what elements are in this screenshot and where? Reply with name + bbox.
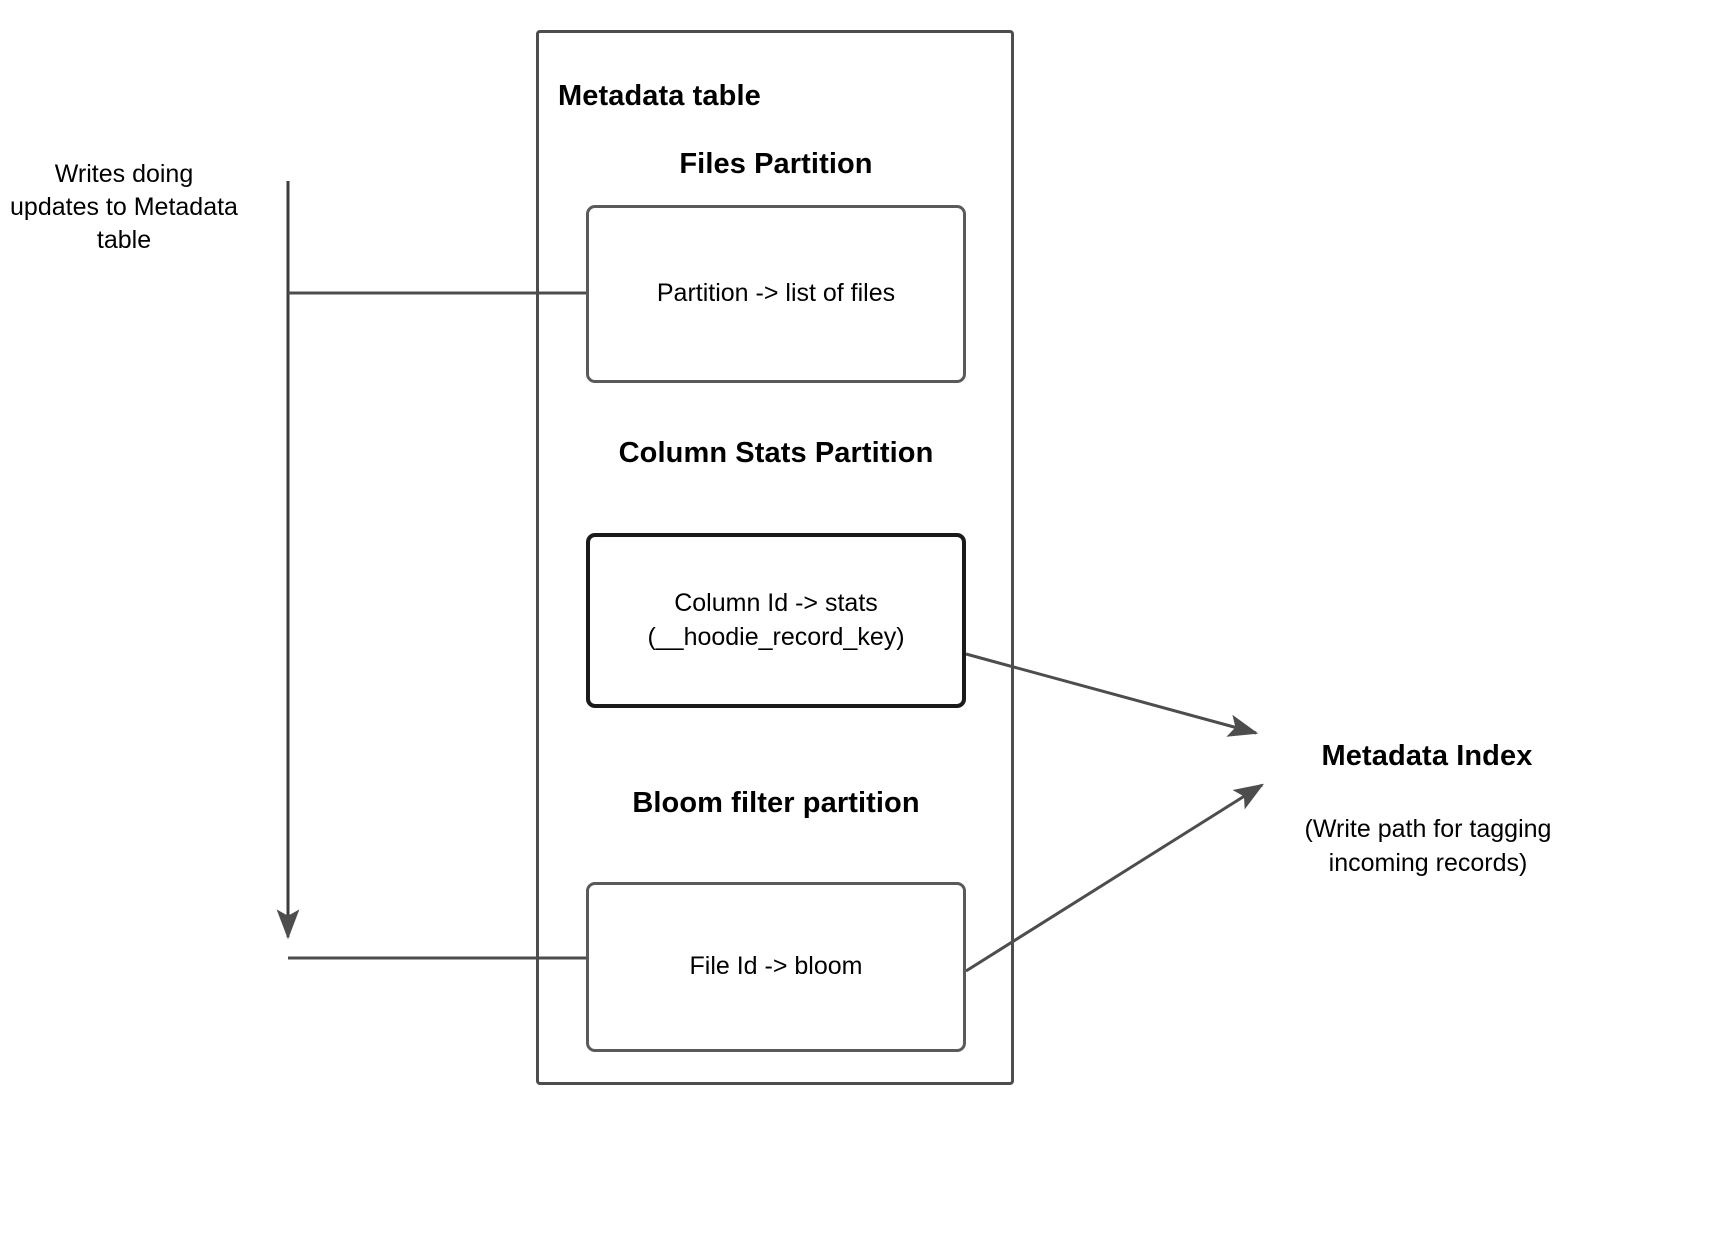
column-stats-partition-box[interactable]: Column Id -> stats (__hoodie_record_key) xyxy=(586,533,966,708)
writes-doing-updates-label: Writes doing updates to Metadata table xyxy=(10,160,238,254)
bloom-filter-partition-heading: Bloom filter partition xyxy=(632,787,920,819)
column-stats-partition-box-text: Column Id -> stats (__hoodie_record_key) xyxy=(647,588,905,651)
files-partition-box[interactable]: Partition -> list of files xyxy=(586,205,966,383)
metadata-table-container xyxy=(536,30,1014,1085)
metadata-index-title: Metadata Index xyxy=(1321,740,1533,772)
bloom-filter-partition-box[interactable]: File Id -> bloom xyxy=(586,882,966,1052)
bloom-filter-partition-box-text: File Id -> bloom xyxy=(689,952,863,981)
files-partition-box-text: Partition -> list of files xyxy=(656,279,896,308)
column-stats-partition-heading: Column Stats Partition xyxy=(618,437,934,469)
files-partition-heading: Files Partition xyxy=(679,148,873,180)
metadata-index-note: (Write path for tagging incoming records… xyxy=(1304,815,1552,877)
metadata-table-title: Metadata table xyxy=(558,80,761,112)
